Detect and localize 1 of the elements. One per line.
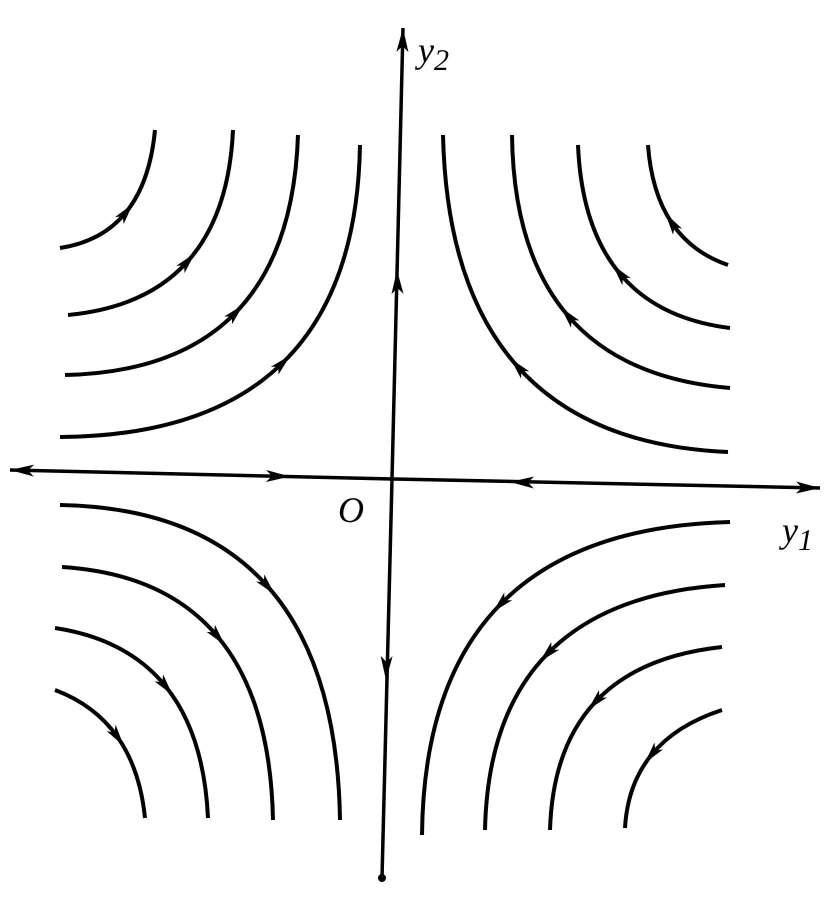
origin-label: O <box>338 492 364 528</box>
